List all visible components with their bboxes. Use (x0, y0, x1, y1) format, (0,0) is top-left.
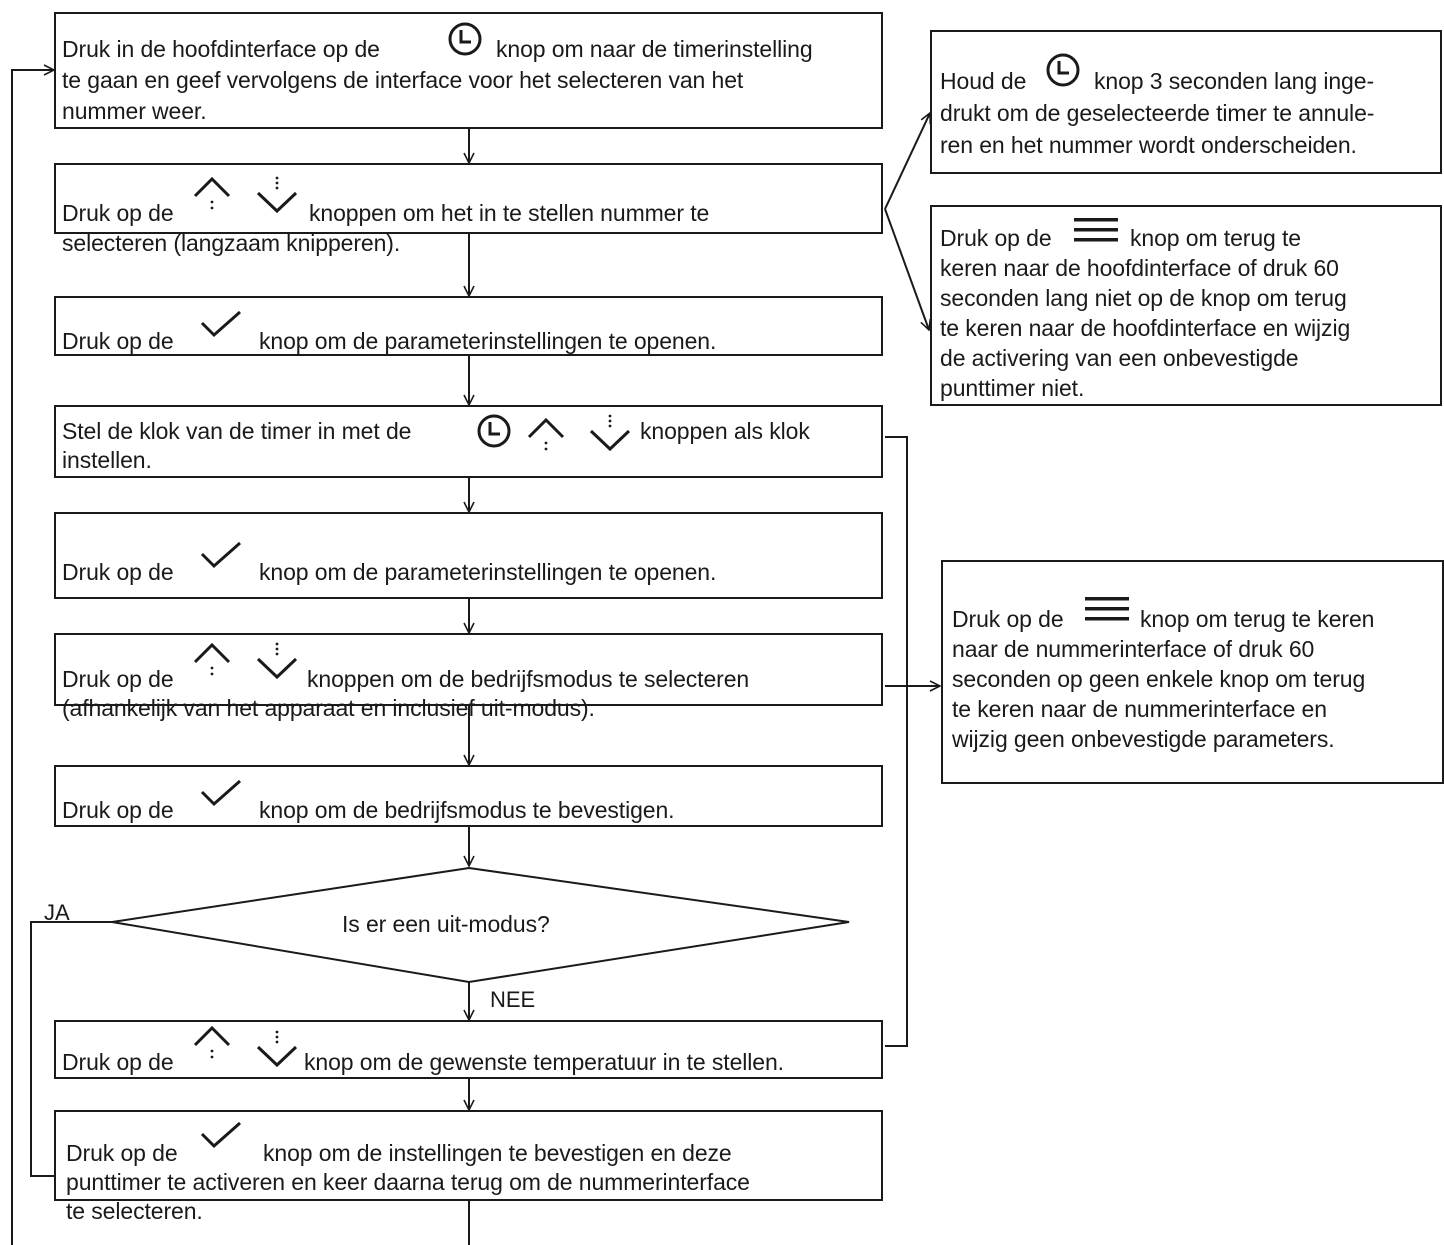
step-9-text-line3: te selecteren. (66, 1198, 203, 1224)
clock-icon (1046, 53, 1080, 87)
step-9-text-post: knop om de instellingen te bevestigen en… (263, 1140, 732, 1166)
step-6-text-pre: Druk op de (62, 666, 174, 692)
side-2-text-line2: keren naar de hoofdinterface of druk 60 (940, 255, 1339, 281)
side-1-text-line2: drukt om de geselecteerde timer te annul… (940, 100, 1375, 126)
right-bracket (885, 436, 908, 1047)
side-3-text-line3: seconden op geen enkele knop om terug (952, 666, 1366, 692)
down-arrow-icon (256, 176, 298, 214)
menu-icon (1085, 597, 1129, 621)
check-icon (200, 310, 241, 338)
step-2-text-post: knoppen om het in te stellen nummer te (309, 200, 710, 226)
step-1-box (54, 12, 883, 129)
menu-icon (1074, 218, 1118, 242)
up-arrow-icon (193, 176, 231, 210)
clock-icon (477, 414, 511, 448)
step-1-text-post: knop om naar de timerinstelling (496, 36, 813, 62)
side-1-text-post: knop 3 seconden lang inge- (1094, 68, 1375, 94)
step-2-text-pre: Druk op de (62, 200, 174, 226)
side-3-text-line4: te keren naar de nummerinterface en (952, 696, 1327, 722)
side-3-text-line2: naar de nummerinterface of druk 60 (952, 636, 1315, 662)
step-5-text-post: knop om de parameterinstellingen te open… (259, 559, 717, 585)
step-4-text-post: knoppen als klok (640, 418, 810, 444)
step-9-text-line2: punttimer te activeren en keer daarna te… (66, 1169, 750, 1195)
side-3-text-post: knop om terug te keren (1140, 606, 1375, 632)
step-4-text-line2: instellen. (62, 447, 152, 473)
step-3-text-pre: Druk op de (62, 328, 174, 354)
decision-yes-label: JA (44, 900, 70, 925)
clock-icon (448, 22, 482, 56)
decision-no-label: NEE (490, 987, 536, 1012)
check-icon (200, 779, 241, 807)
step-4-box (54, 405, 883, 478)
step-8-text-post: knop om de gewenste temperatuur in te st… (304, 1049, 784, 1075)
step-9-box (54, 1110, 883, 1201)
arrow-to-side1 (884, 113, 930, 210)
ja-branch-arrow (30, 921, 112, 1176)
up-arrow-icon (193, 1025, 231, 1059)
step-1-text-pre: Druk in de hoofdinterface op de (62, 36, 380, 62)
side-2-box (930, 205, 1442, 406)
step-1-text-line3: nummer weer. (62, 98, 207, 124)
step-8-text-pre: Druk op de (62, 1049, 174, 1075)
down-arrow-icon (256, 642, 298, 680)
side-1-text-line3: ren en het nummer wordt onderscheiden. (940, 132, 1357, 158)
step-2-text-line2: selecteren (langzaam knipperen). (62, 230, 401, 256)
side-2-text-line4: te keren naar de hoofdinterface en wijzi… (940, 315, 1351, 341)
step-6-box (54, 633, 883, 706)
step-9-text-pre: Druk op de (66, 1140, 178, 1166)
step-3-box (54, 296, 883, 356)
step-3-text-post: knop om de parameterinstellingen te open… (259, 328, 717, 354)
check-icon (200, 541, 241, 569)
side-2-text-line6: punttimer niet. (940, 375, 1085, 401)
step-7-text-post: knop om de bedrijfsmodus te bevestigen. (259, 797, 675, 823)
decision-question: Is er een uit-modus? (342, 911, 550, 937)
side-1-box (930, 30, 1442, 174)
side-1-text-pre: Houd de (940, 68, 1027, 94)
side-2-text-line3: seconden lang niet op de knop om terug (940, 285, 1347, 311)
arrow-to-side2 (884, 208, 929, 330)
step-5-box (54, 512, 883, 599)
side-3-text-line5: wijzig geen onbevestigde parameters. (952, 726, 1335, 752)
step-4-text-pre: Stel de klok van de timer in met de (62, 418, 412, 444)
up-arrow-icon (193, 642, 231, 676)
side-2-text-pre: Druk op de (940, 225, 1052, 251)
side-3-text-pre: Druk op de (952, 606, 1064, 632)
up-arrow-icon (527, 417, 565, 451)
check-icon (200, 1121, 241, 1149)
step-8-box (54, 1020, 883, 1079)
side-3-box (941, 560, 1444, 784)
side-2-text-line5: de activering van een onbevestigde (940, 345, 1299, 371)
side-2-text-post: knop om terug te (1130, 225, 1302, 251)
down-arrow-icon (256, 1030, 298, 1068)
decision-diamond (111, 866, 850, 984)
step-2-box (54, 163, 883, 234)
down-arrow-icon (589, 414, 631, 452)
loop-back-arrow (11, 70, 54, 1245)
step-7-text-pre: Druk op de (62, 797, 174, 823)
step-1-text-line2: te gaan en geef vervolgens de interface … (62, 67, 744, 93)
step-6-text-post: knoppen om de bedrijfsmodus te selectere… (307, 666, 750, 692)
step-6-text-line2: (afhankelijk van het apparaat en inclusi… (62, 695, 595, 721)
step-7-box (54, 765, 883, 827)
step-5-text-pre: Druk op de (62, 559, 174, 585)
